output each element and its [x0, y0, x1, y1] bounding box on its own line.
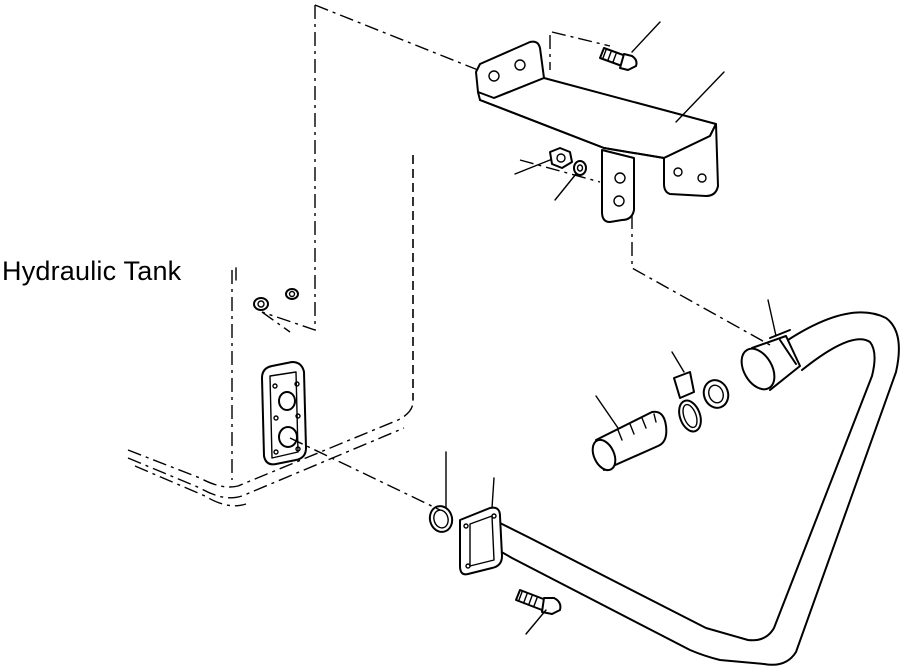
pipe-collar — [751, 335, 801, 391]
bolt-threads — [602, 49, 617, 63]
bracket-drop-hole-2 — [613, 195, 625, 207]
bracket-end-tab — [663, 123, 719, 197]
bracket-drop-hole-1 — [614, 172, 626, 184]
hydraulic-tank — [127, 5, 414, 507]
hose-clamp-1 — [678, 399, 702, 433]
pipe-upper-end — [740, 347, 776, 391]
tank-outlet-flange-inner — [269, 371, 299, 459]
flange-bolt-hole-4 — [295, 413, 301, 419]
hose-clamp-screw-housing — [673, 371, 695, 399]
leader-pipe-end — [767, 299, 777, 337]
pipe-flange-hole-2 — [491, 513, 497, 519]
hose-ribs — [617, 413, 657, 441]
centerline-outlet — [289, 437, 441, 511]
hex-nut-hole — [556, 153, 566, 163]
nut-and-washer — [549, 147, 587, 176]
flange-bolt-hole-2 — [294, 381, 300, 387]
pipe-inner-contour — [493, 338, 876, 642]
bracket-bolt — [599, 47, 638, 71]
washer — [573, 160, 587, 176]
leader-nut — [514, 159, 551, 175]
o-ring — [428, 505, 454, 533]
washer-hole — [576, 164, 584, 172]
tank-bottom-edge — [127, 399, 414, 488]
flange-bolt-hole-5 — [273, 449, 279, 455]
tank-stud-1-hole — [257, 300, 265, 308]
bracket-hole-2 — [514, 59, 526, 71]
tank-stud-2-hole — [288, 290, 296, 298]
centerline-tank-stud — [261, 311, 291, 333]
o-ring-inner — [433, 509, 449, 529]
leader-clamp — [671, 351, 685, 373]
o-ring-outer — [428, 505, 454, 533]
hose-clamp-2 — [702, 379, 730, 409]
hose-clamps — [673, 371, 730, 433]
hose-clamp-2-inner — [708, 384, 724, 404]
tank-outline-upper — [261, 5, 316, 331]
rubber-hose — [591, 410, 668, 472]
bolt-head — [619, 53, 638, 71]
assembly-center-lines — [261, 4, 771, 511]
leader-lines — [235, 21, 777, 635]
bracket-drop-tab — [601, 149, 635, 223]
leader-bolt — [631, 21, 661, 53]
bracket-end-hole-2 — [697, 173, 707, 183]
hex-nut — [549, 147, 573, 169]
suction-pipe — [459, 311, 900, 666]
flange-bolt-hole-3 — [273, 415, 279, 421]
hydraulic-tank-label: Hydraulic Tank — [2, 256, 182, 286]
tank-outlet-flange — [261, 361, 307, 466]
centerline-nut — [519, 159, 601, 183]
tank-stud-2 — [285, 288, 299, 300]
bracket-end-hole-1 — [673, 167, 683, 177]
tank-bottom-edge-3 — [134, 465, 247, 507]
tank-bottom-edge-2 — [127, 427, 405, 499]
leader-flange-bolt — [525, 609, 547, 635]
centerline-bracket-top — [314, 4, 479, 71]
pipe-band — [769, 329, 797, 365]
leader-bracket — [675, 71, 725, 123]
pipe-flange-inner — [469, 515, 495, 567]
hose-end — [591, 438, 617, 472]
pipe-flange-hole-3 — [465, 563, 471, 569]
flange-bolt-hole-6 — [295, 446, 301, 452]
flange-bolt — [515, 589, 562, 615]
leader-hose — [595, 395, 619, 429]
flange-bolt-hole-1 — [272, 383, 278, 389]
leader-pipe-flange — [491, 477, 495, 509]
centerline-bracket-to-hose — [631, 188, 771, 346]
tank-port-upper — [278, 391, 296, 411]
centerline-bolt — [551, 31, 611, 47]
leader-washer — [554, 173, 577, 201]
pipe-flange-hole-1 — [463, 523, 469, 529]
tank-port-lower — [278, 426, 298, 448]
bracket-arm-edge — [479, 99, 665, 159]
hose-clamp-1-inner — [682, 403, 698, 429]
pipe-outer-contour — [483, 311, 900, 666]
tank-stud-1 — [253, 297, 269, 311]
mounting-bracket — [475, 40, 719, 223]
bracket-hole-1 — [488, 70, 500, 82]
flange-bolt-threads — [518, 591, 538, 607]
